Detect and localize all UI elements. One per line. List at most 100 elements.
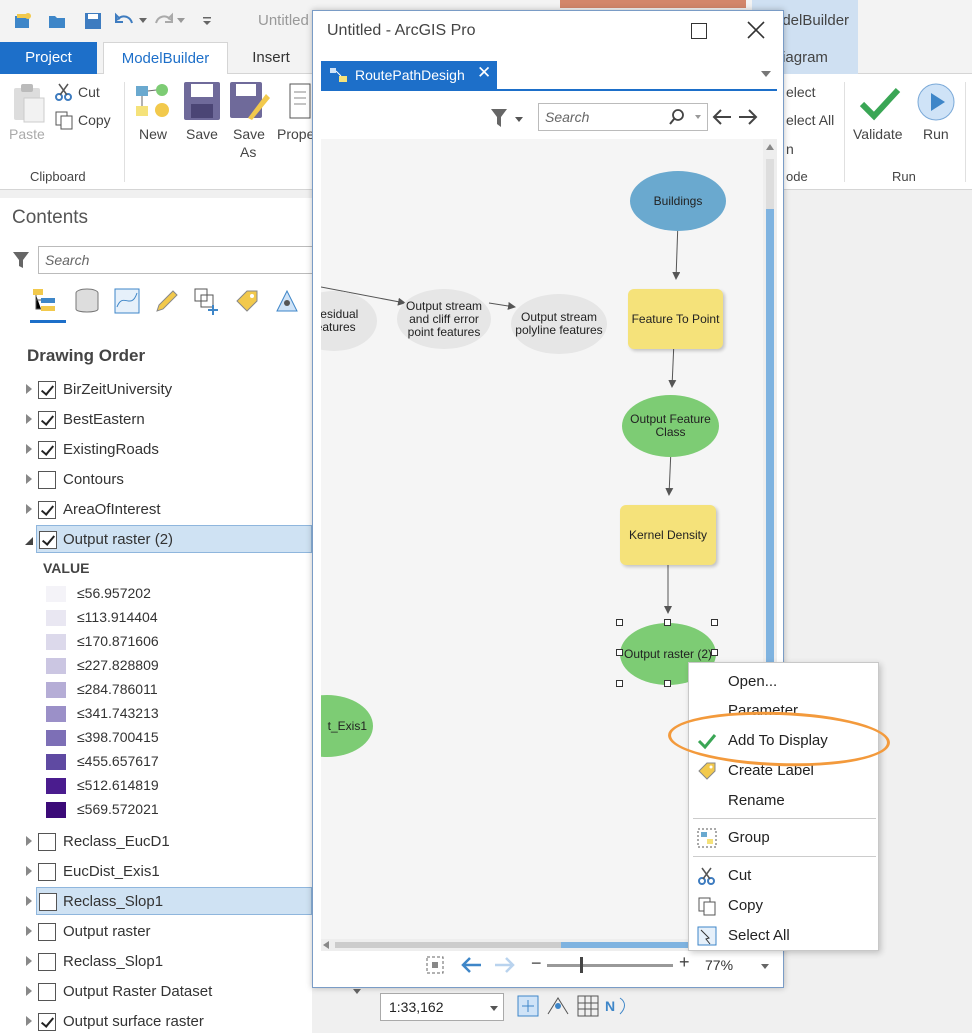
save-as-icon[interactable] [228,80,270,124]
collapse-arrow-icon[interactable] [25,537,33,545]
layer-visibility-checkbox[interactable] [38,863,56,881]
buildings-node[interactable]: Buildings [630,171,726,231]
expand-arrow-icon[interactable] [26,474,32,484]
scale-dropdown-icon[interactable] [490,1006,498,1011]
save-as-button[interactable]: Save [233,126,265,142]
layer-visibility-checkbox[interactable] [38,833,56,851]
kernel-density-node[interactable]: Kernel Density [620,505,716,565]
tab-modelbuilder[interactable]: ModelBuilder [103,42,228,75]
zoom-slider-thumb[interactable] [580,957,583,973]
layer-item[interactable]: Reclass_EucD1 [24,828,312,856]
menu-item-parameter[interactable]: Parameter [689,696,878,726]
tab-project[interactable]: Project [0,42,97,74]
layer-item[interactable]: EucDist_Exis1 [24,858,312,886]
tab-list-dropdown-icon[interactable] [761,71,771,77]
close-window-icon[interactable] [745,19,767,41]
next-extent-icon[interactable] [493,955,517,975]
layer-visibility-checkbox[interactable] [38,923,56,941]
table-of-coordinates-icon[interactable] [516,994,540,1018]
layer-visibility-checkbox[interactable] [38,441,56,459]
selection-handle[interactable] [711,649,718,656]
contents-search-input[interactable]: Search [38,246,318,274]
layer-item[interactable]: AreaOfInterest [24,496,312,524]
close-tab-icon[interactable]: ✕ [477,63,492,82]
new-project-icon[interactable] [12,10,34,32]
snapping-toggle-icon[interactable] [546,994,570,1018]
layer-item[interactable]: Output surface raster [24,1008,312,1033]
filter-icon[interactable] [489,107,511,129]
selection-handle[interactable] [616,619,623,626]
layer-item[interactable]: Output Raster Dataset [24,978,312,1006]
filter-icon[interactable] [12,250,30,270]
scroll-up-arrow-icon[interactable] [766,144,774,150]
list-by-perspective-icon[interactable] [272,286,302,316]
menu-item-copy[interactable]: Copy [689,891,878,921]
output-raster-2-node[interactable]: Output raster (2) [620,623,716,685]
list-by-source-icon[interactable] [72,286,102,316]
layer-visibility-checkbox[interactable] [38,953,56,971]
maximize-icon[interactable] [691,23,707,39]
cut-icon[interactable] [54,82,74,102]
fit-to-window-icon[interactable] [425,955,445,975]
selection-handle[interactable] [664,619,671,626]
layer-item[interactable]: ExistingRoads [24,436,312,464]
scroll-down-arrow-icon[interactable] [353,989,361,994]
layer-visibility-checkbox[interactable] [39,531,57,549]
layer-visibility-checkbox[interactable] [38,501,56,519]
menu-item-open[interactable]: Open... [689,667,878,697]
previous-extent-icon[interactable] [459,955,483,975]
zoom-in-icon[interactable]: + [679,952,690,972]
layer-visibility-checkbox[interactable] [38,381,56,399]
expand-arrow-icon[interactable] [26,1016,32,1026]
menu-item-select-all[interactable]: Select All [689,921,878,951]
map-scale-select[interactable]: 1:33,162 [380,993,504,1021]
scroll-left-arrow-icon[interactable] [323,941,329,949]
run-play-icon[interactable] [916,82,956,122]
zoom-out-icon[interactable]: − [531,953,542,973]
selection-handle[interactable] [664,680,671,687]
select-button[interactable]: elect [786,84,816,100]
properties-icon[interactable] [288,82,312,122]
model-tab-routepathdesign[interactable]: RoutePathDesigh ✕ [321,61,497,89]
output-stream-cliff-node[interactable]: Output stream and cliff error point feat… [397,289,491,349]
cut-button[interactable]: Cut [78,84,100,100]
expand-arrow-icon[interactable] [26,384,32,394]
search-icon[interactable] [669,109,685,125]
layer-item[interactable]: BirZeitUniversity [24,376,312,404]
expand-arrow-icon[interactable] [26,836,32,846]
layer-visibility-checkbox[interactable] [38,983,56,1001]
select-all-button[interactable]: elect All [786,112,835,128]
zoom-dropdown-icon[interactable] [761,964,769,969]
layer-item[interactable]: BestEastern [24,406,312,434]
menu-item-rename[interactable]: Rename [689,786,878,816]
expand-arrow-icon[interactable] [26,866,32,876]
list-by-editing-icon[interactable] [152,286,182,316]
layer-visibility-checkbox[interactable] [39,893,57,911]
north-arrow-rotation-icon[interactable]: N [604,994,630,1018]
redo-icon[interactable] [152,10,174,32]
save-project-icon[interactable] [82,10,104,32]
save-model-icon[interactable] [182,80,222,124]
layer-item-selected[interactable]: Reclass_Slop1 [36,887,312,915]
search-options-icon[interactable] [695,115,701,119]
horizontal-scroll-thumb[interactable] [561,942,761,948]
selection-handle[interactable] [711,619,718,626]
zoom-level[interactable]: 77% [705,957,734,973]
menu-item-cut[interactable]: Cut [689,861,878,891]
validate-button[interactable]: Validate [853,126,903,142]
expand-arrow-icon[interactable] [26,444,32,454]
menu-item-create-label[interactable]: Create Label [689,756,878,786]
output-stream-polyline-node[interactable]: Output stream polyline features [511,294,607,354]
expand-arrow-icon[interactable] [26,414,32,424]
previous-result-icon[interactable] [711,107,733,127]
properties-button[interactable]: Prope [277,126,315,142]
canvas-horizontal-scrollbar[interactable] [321,939,763,951]
layer-item[interactable]: Reclass_Slop1 [24,948,312,976]
paste-icon[interactable] [8,82,48,126]
vertical-scroll-thumb[interactable] [766,209,774,929]
expand-arrow-icon[interactable] [26,926,32,936]
filter-dropdown-icon[interactable] [515,117,523,122]
feature-to-point-node[interactable]: Feature To Point [628,289,723,349]
list-by-selection-icon[interactable] [112,286,142,316]
paste-button[interactable]: Paste [9,126,45,142]
